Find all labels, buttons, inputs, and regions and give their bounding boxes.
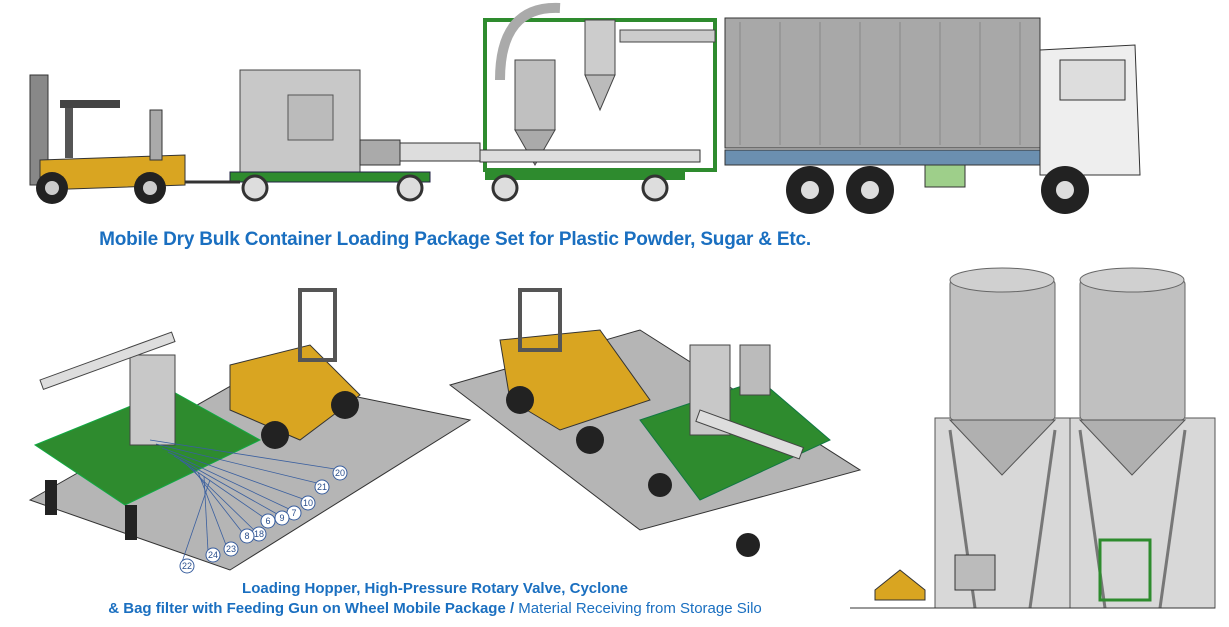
generator-trailer <box>185 69 481 202</box>
main-title: Mobile Dry Bulk Container Loading Packag… <box>99 229 811 250</box>
callout-leader-line <box>173 455 278 515</box>
callout-leader-line <box>181 479 211 563</box>
callout-leader-line <box>203 475 209 552</box>
callout-bubble <box>260 513 276 529</box>
callout-bubble <box>314 479 330 495</box>
isometric-package-left <box>28 288 472 571</box>
callout-leader-line <box>161 447 304 500</box>
callout-bubble <box>179 558 195 574</box>
callout-number: 22 <box>182 561 192 571</box>
callout-number: 24 <box>208 550 218 560</box>
callout-number: 18 <box>254 529 264 539</box>
isometric-package-middle <box>448 288 862 557</box>
callout-leader-line <box>179 459 264 518</box>
caption-line-2-regular: Material Receiving from Storage Silo <box>514 600 762 617</box>
callout-number: 23 <box>226 544 236 554</box>
callout-bubble <box>332 465 348 481</box>
callout-number: 10 <box>303 498 313 508</box>
callout-leader-line <box>197 471 227 546</box>
cyclone-package-top <box>479 2 717 202</box>
callout-number: 8 <box>244 531 249 541</box>
caption-line-2: & Bag filter with Feeding Gun on Wheel M… <box>40 600 830 617</box>
callout-bubble <box>223 541 239 557</box>
callout-bubble <box>300 495 316 511</box>
callout-number: 9 <box>279 513 284 523</box>
callout-number: 20 <box>335 468 345 478</box>
callout-number: 21 <box>317 482 327 492</box>
forklift-top <box>29 74 186 204</box>
callout-lines <box>149 439 336 563</box>
callout-number: 7 <box>291 508 296 518</box>
callout-bubble <box>205 547 221 563</box>
container-truck <box>724 17 1141 214</box>
callout-leader-line <box>167 451 290 510</box>
caption-line-2-bold: & Bag filter with Feeding Gun on Wheel M… <box>108 600 515 617</box>
caption-line-1: Loading Hopper, High-Pressure Rotary Val… <box>242 580 628 597</box>
storage-silos <box>850 267 1216 609</box>
callout-number: 6 <box>265 516 270 526</box>
callout-bubble <box>239 528 255 544</box>
callout-bubble <box>274 510 290 526</box>
callout-leader-line <box>155 443 318 484</box>
callout-leader-line <box>149 439 336 470</box>
